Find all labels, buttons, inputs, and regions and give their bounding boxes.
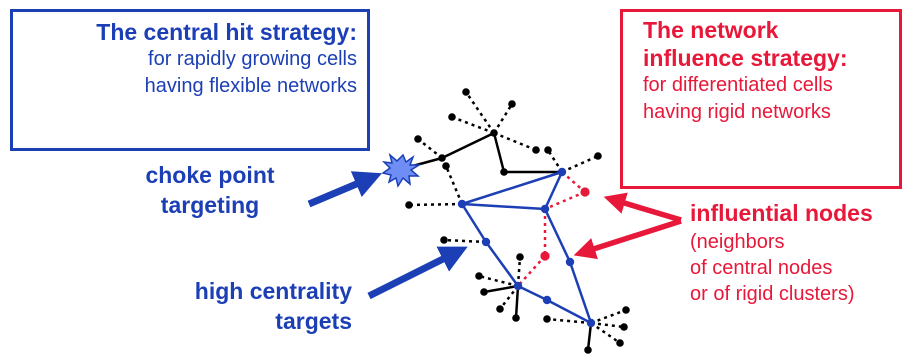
central-box-title: The central hit strategy:: [96, 19, 357, 45]
choke-point-label: choke point targeting: [110, 160, 310, 220]
influential-nodes-label: influential nodes: [690, 200, 873, 226]
network-box-line1: for differentiated cells: [643, 74, 833, 96]
centrality-label-line2: targets: [275, 308, 352, 334]
influential-desc-line1: (neighbors: [690, 231, 785, 253]
central-hit-strategy-box: The central hit strategy: for rapidly gr…: [10, 9, 370, 151]
network-box-title2: influence strategy:: [643, 45, 848, 71]
blue-edges: [460, 170, 593, 325]
choke-arrow: [307, 171, 383, 208]
central-box-line2: having flexible networks: [144, 75, 357, 97]
influential-arrow-upper: [603, 192, 682, 223]
hub-nodes: [457, 167, 596, 328]
dotted-black-edges: [408, 91, 627, 345]
network-box-line2: having rigid networks: [643, 101, 831, 123]
network-box-title1: The network: [643, 17, 779, 43]
influential-nodes-description: (neighbors of central nodes or of rigid …: [690, 229, 855, 307]
influential-desc-line2: of central nodes: [690, 257, 833, 279]
choke-point-starburst: [381, 152, 422, 188]
network-influence-strategy-box: The network influence strategy: for diff…: [620, 9, 902, 189]
influential-arrow-lower: [573, 218, 682, 260]
high-centrality-label: high centrality targets: [120, 276, 352, 336]
choke-label-line1: choke point: [145, 162, 275, 188]
influential-desc-line3: or of rigid clusters): [690, 283, 855, 305]
centrality-label-line1: high centrality: [194, 278, 352, 304]
choke-label-line2: targeting: [160, 192, 260, 218]
leaf-nodes: [405, 88, 630, 354]
central-box-line1: for rapidly growing cells: [148, 48, 357, 70]
solid-black-edges: [397, 131, 593, 351]
influential-nodes: [540, 187, 590, 261]
red-dotted-edges: [517, 171, 586, 287]
centrality-arrow: [367, 246, 468, 300]
